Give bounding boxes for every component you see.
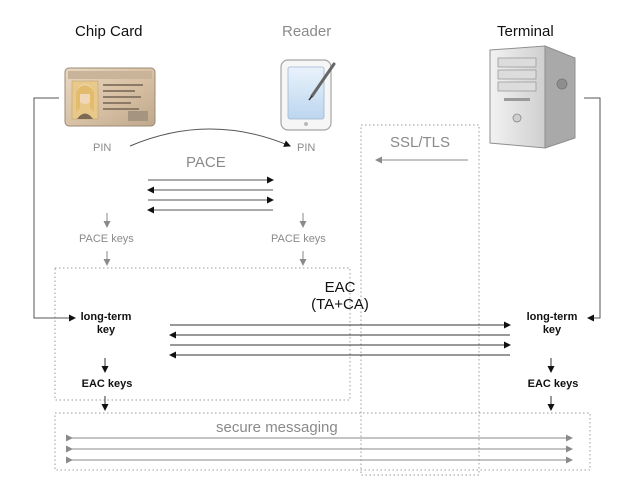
terminal-image bbox=[489, 45, 576, 149]
secure-messaging-title: secure messaging bbox=[216, 419, 338, 436]
eac-title-line2: (TA+CA) bbox=[311, 296, 369, 313]
long-term-key-right-line1: long-term bbox=[526, 311, 578, 323]
ssl-tls-box bbox=[360, 124, 480, 476]
pin-left-label: PIN bbox=[93, 142, 112, 154]
pace-title: PACE bbox=[186, 154, 226, 171]
eac-keys-left-label: EAC keys bbox=[81, 378, 133, 390]
chip-card-image bbox=[64, 67, 156, 127]
pace-keys-right-label: PACE keys bbox=[271, 233, 326, 245]
long-term-key-left-line2: key bbox=[96, 324, 116, 336]
eac-keys-right-label: EAC keys bbox=[527, 378, 579, 390]
long-term-key-right-line2: key bbox=[542, 324, 562, 336]
ssl-tls-title: SSL/TLS bbox=[390, 134, 451, 151]
terminal-title: Terminal bbox=[497, 23, 554, 40]
pin-right-label: PIN bbox=[297, 142, 316, 154]
eac-title-line1: EAC bbox=[324, 279, 356, 296]
eac-box bbox=[54, 267, 351, 401]
long-term-key-left-line1: long-term bbox=[80, 311, 132, 323]
reader-image bbox=[280, 59, 336, 131]
pin-curve-arrow bbox=[129, 128, 291, 147]
chip-card-title: Chip Card bbox=[75, 23, 143, 40]
pace-keys-left-label: PACE keys bbox=[79, 233, 134, 245]
terminal-key-connector bbox=[584, 97, 601, 322]
chip-card-key-connector bbox=[33, 97, 76, 322]
reader-title: Reader bbox=[282, 23, 332, 40]
